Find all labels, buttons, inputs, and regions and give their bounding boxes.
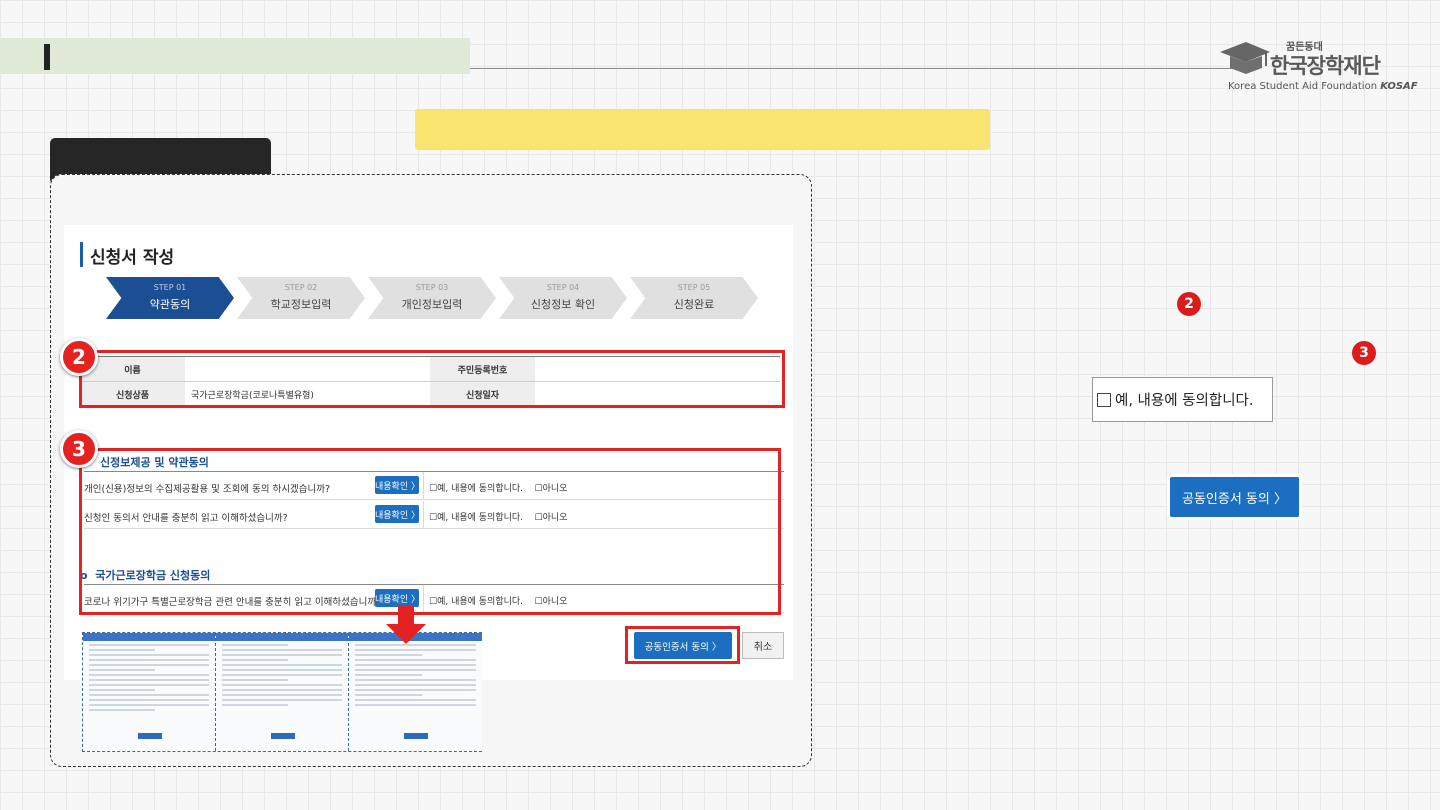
disagree-checkbox[interactable]: ☐ bbox=[534, 597, 543, 607]
kosaf-logo: 꿈든동대 한국장학재단 Korea Student Aid Foundation… bbox=[1214, 36, 1418, 96]
zoomed-agree-label: 예, 내용에 동의합니다. bbox=[1115, 393, 1254, 409]
zoomed-agree-option: 예, 내용에 동의합니다. bbox=[1092, 377, 1273, 422]
product-header: 신청상품 bbox=[80, 381, 185, 407]
step-5: STEP 05 신청완료 bbox=[630, 277, 758, 319]
consent-options: ☐예, 내용에 동의합니다. ☐아니오 bbox=[429, 594, 567, 607]
agree-checkbox[interactable]: ☐ bbox=[429, 597, 438, 607]
certificate-agree-button[interactable]: 공동인증서 동의 〉 bbox=[634, 632, 732, 659]
highlight-banner bbox=[415, 109, 990, 150]
step-label: 신청정보 확인 bbox=[530, 298, 596, 311]
step-marker-2: 2 bbox=[60, 338, 98, 376]
disagree-label: 아니오 bbox=[542, 597, 568, 607]
highlight-box-info bbox=[79, 350, 785, 408]
applicant-info-table: 이름 주민등록번호 신청상품 국가근로장학금(코로나특별유형) 신청일자 bbox=[80, 356, 780, 407]
product-value: 국가근로장학금(코로나특별유형) bbox=[185, 381, 430, 407]
form-title: 신청서 작성 bbox=[90, 248, 175, 268]
cancel-button[interactable]: 취소 bbox=[742, 632, 784, 659]
highlight-box-consent bbox=[79, 448, 781, 615]
consent-question: 개인(신용)정보의 수집제공활용 및 조회에 동의 하시겠습니까? bbox=[84, 484, 331, 495]
slide-title-marker bbox=[44, 44, 50, 70]
highlight-box-cert bbox=[625, 626, 740, 664]
graduation-cap-icon bbox=[1220, 42, 1270, 74]
down-arrow-icon bbox=[386, 606, 426, 644]
step-label: 개인정보입력 bbox=[401, 298, 463, 311]
step-3: STEP 03 개인정보입력 bbox=[368, 277, 496, 319]
table-row: 이름 주민등록번호 bbox=[80, 356, 780, 382]
date-value bbox=[535, 381, 780, 407]
logo-name: 한국장학재단 bbox=[1270, 54, 1381, 78]
agree-checkbox[interactable]: ☐ bbox=[429, 513, 438, 523]
step-label: 약관동의 bbox=[149, 298, 191, 311]
bullet-icon: o bbox=[80, 569, 88, 582]
document-thumbnail bbox=[349, 633, 482, 751]
document-thumbnail bbox=[216, 633, 349, 751]
section-apply-title: o 국가근로장학금 신청동의 bbox=[80, 569, 211, 582]
step-2: STEP 02 학교정보입력 bbox=[237, 277, 365, 319]
view-content-button[interactable]: 내용확인 〉 bbox=[375, 589, 420, 607]
disagree-checkbox[interactable]: ☐ bbox=[534, 484, 543, 494]
date-header: 신청일자 bbox=[430, 381, 535, 407]
agree-label: 예, 내용에 동의합니다. bbox=[437, 484, 524, 494]
column-divider bbox=[423, 472, 424, 500]
name-value bbox=[185, 356, 430, 382]
disagree-label: 아니오 bbox=[542, 484, 568, 494]
view-content-button[interactable]: 내용확인 〉 bbox=[375, 476, 420, 494]
callout-marker-2: 2 bbox=[1177, 292, 1201, 316]
checkbox-icon[interactable] bbox=[1097, 392, 1111, 407]
consent-question: 코로나 위기가구 특별근로장학금 관련 안내를 충분히 읽고 이해하셨습니까? bbox=[84, 597, 382, 608]
consent-question: 신청인 동의서 안내를 충분히 읽고 이해하셨습니까? bbox=[84, 513, 288, 524]
agree-label: 예, 내용에 동의합니다. bbox=[437, 597, 524, 607]
document-thumbnail bbox=[83, 633, 216, 751]
step-1: STEP 01 약관동의 bbox=[106, 277, 234, 319]
slide-title-band bbox=[0, 38, 470, 74]
step-number: STEP 03 bbox=[415, 283, 449, 292]
section-consent-title: 신정보제공 및 약관동의 bbox=[100, 456, 209, 469]
disagree-checkbox[interactable]: ☐ bbox=[534, 513, 543, 523]
step-number: STEP 02 bbox=[284, 283, 318, 292]
step-number: STEP 01 bbox=[153, 283, 187, 292]
view-content-button[interactable]: 내용확인 〉 bbox=[375, 505, 420, 523]
document-previews bbox=[82, 632, 482, 752]
section-divider bbox=[84, 584, 784, 585]
logo-slogan: 꿈든동대 bbox=[1286, 42, 1323, 53]
table-row: 신청상품 국가근로장학금(코로나특별유형) 신청일자 bbox=[80, 381, 780, 407]
callout-marker-3: 3 bbox=[1352, 341, 1376, 365]
step-4: STEP 04 신청정보 확인 bbox=[499, 277, 627, 319]
zoomed-certificate-button[interactable]: 공동인증서 동의 〉 bbox=[1170, 477, 1299, 517]
section-divider bbox=[84, 471, 784, 472]
logo-english: Korea Student Aid Foundation KOSAF bbox=[1228, 81, 1418, 92]
column-divider bbox=[423, 501, 424, 529]
step-number: STEP 05 bbox=[677, 283, 711, 292]
form-title-marker bbox=[80, 242, 83, 267]
disagree-label: 아니오 bbox=[542, 513, 568, 523]
agree-label: 예, 내용에 동의합니다. bbox=[437, 513, 524, 523]
step-marker-3: 3 bbox=[60, 430, 98, 468]
column-divider bbox=[423, 585, 424, 613]
step-label: 신청완료 bbox=[673, 298, 715, 311]
consent-options: ☐예, 내용에 동의합니다. ☐아니오 bbox=[429, 510, 567, 523]
consent-row: 신청인 동의서 안내를 충분히 읽고 이해하셨습니까? 내용확인 〉 ☐예, 내… bbox=[84, 501, 784, 529]
step-label: 학교정보입력 bbox=[270, 298, 332, 311]
rrn-header: 주민등록번호 bbox=[430, 356, 535, 382]
step-progress: STEP 01 약관동의 STEP 02 학교정보입력 STEP 03 개인정보… bbox=[106, 277, 766, 319]
agree-checkbox[interactable]: ☐ bbox=[429, 484, 438, 494]
consent-options: ☐예, 내용에 동의합니다. ☐아니오 bbox=[429, 481, 567, 494]
step-number: STEP 04 bbox=[546, 283, 580, 292]
header-divider bbox=[470, 68, 1250, 69]
consent-row: 개인(신용)정보의 수집제공활용 및 조회에 동의 하시겠습니까? 내용확인 〉… bbox=[84, 472, 784, 500]
rrn-value bbox=[535, 356, 780, 382]
